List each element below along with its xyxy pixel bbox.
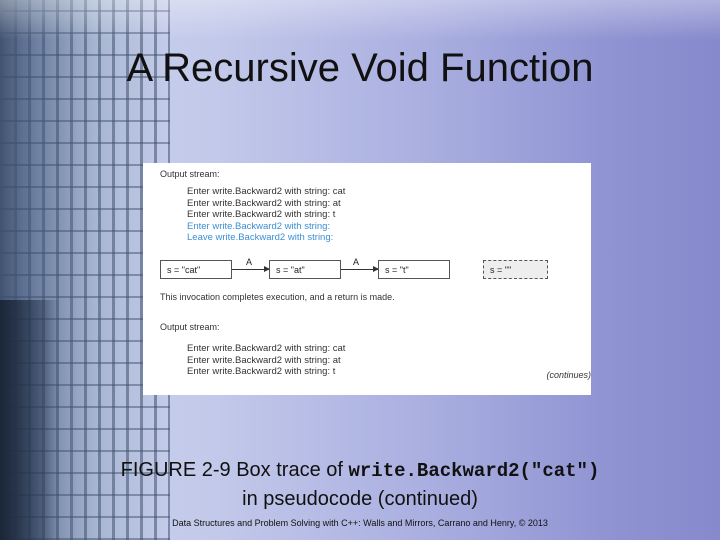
background-photo-shadow — [0, 300, 60, 540]
output-line: Enter write.Backward2 with string: cat — [187, 343, 346, 354]
caption-prefix: FIGURE 2-9 Box trace of — [120, 459, 349, 481]
figure-caption: FIGURE 2-9 Box trace of write.Backward2(… — [0, 456, 720, 513]
caption-suffix: in pseudocode (continued) — [242, 488, 478, 510]
output-line-highlighted: Enter write.Backward2 with string: — [187, 220, 331, 232]
top-output-lines: Enter write.Backward2 with string: cat E… — [187, 186, 345, 244]
output-line: Enter write.Backward2 with string: at — [187, 354, 341, 366]
output-stream-label-top: Output stream: — [160, 169, 220, 179]
output-line: Enter write.Backward2 with string: at — [187, 197, 341, 209]
trace-arrow — [232, 266, 270, 272]
trace-arrow — [341, 266, 379, 272]
bottom-output-lines: Enter write.Backward2 with string: cat E… — [187, 343, 345, 378]
output-line: Enter write.Backward2 with string: cat — [187, 186, 346, 197]
trace-box-empty: s = "" — [483, 260, 548, 279]
output-line-highlighted: Leave write.Backward2 with string: — [187, 232, 334, 244]
trace-note: This invocation completes execution, and… — [160, 292, 395, 302]
slide-footer: Data Structures and Problem Solving with… — [172, 518, 548, 528]
output-stream-label-bottom: Output stream: — [160, 322, 220, 332]
trace-box-at: s = "at" — [269, 260, 341, 279]
trace-box-t: s = "t" — [378, 260, 450, 279]
output-line: Enter write.Backward2 with string: t — [187, 209, 336, 221]
caption-code: write.Backward2("cat") — [348, 460, 600, 482]
figure-image: Output stream: Enter write.Backward2 wit… — [143, 163, 591, 395]
arrow-label: A — [353, 257, 360, 267]
output-line: Enter write.Backward2 with string: t — [187, 366, 336, 378]
background-top-glow — [0, 0, 720, 40]
trace-box-cat: s = "cat" — [160, 260, 232, 279]
arrow-label: A — [246, 257, 253, 267]
slide-title: A Recursive Void Function — [126, 46, 594, 90]
continues-note: (continues) — [546, 370, 591, 380]
